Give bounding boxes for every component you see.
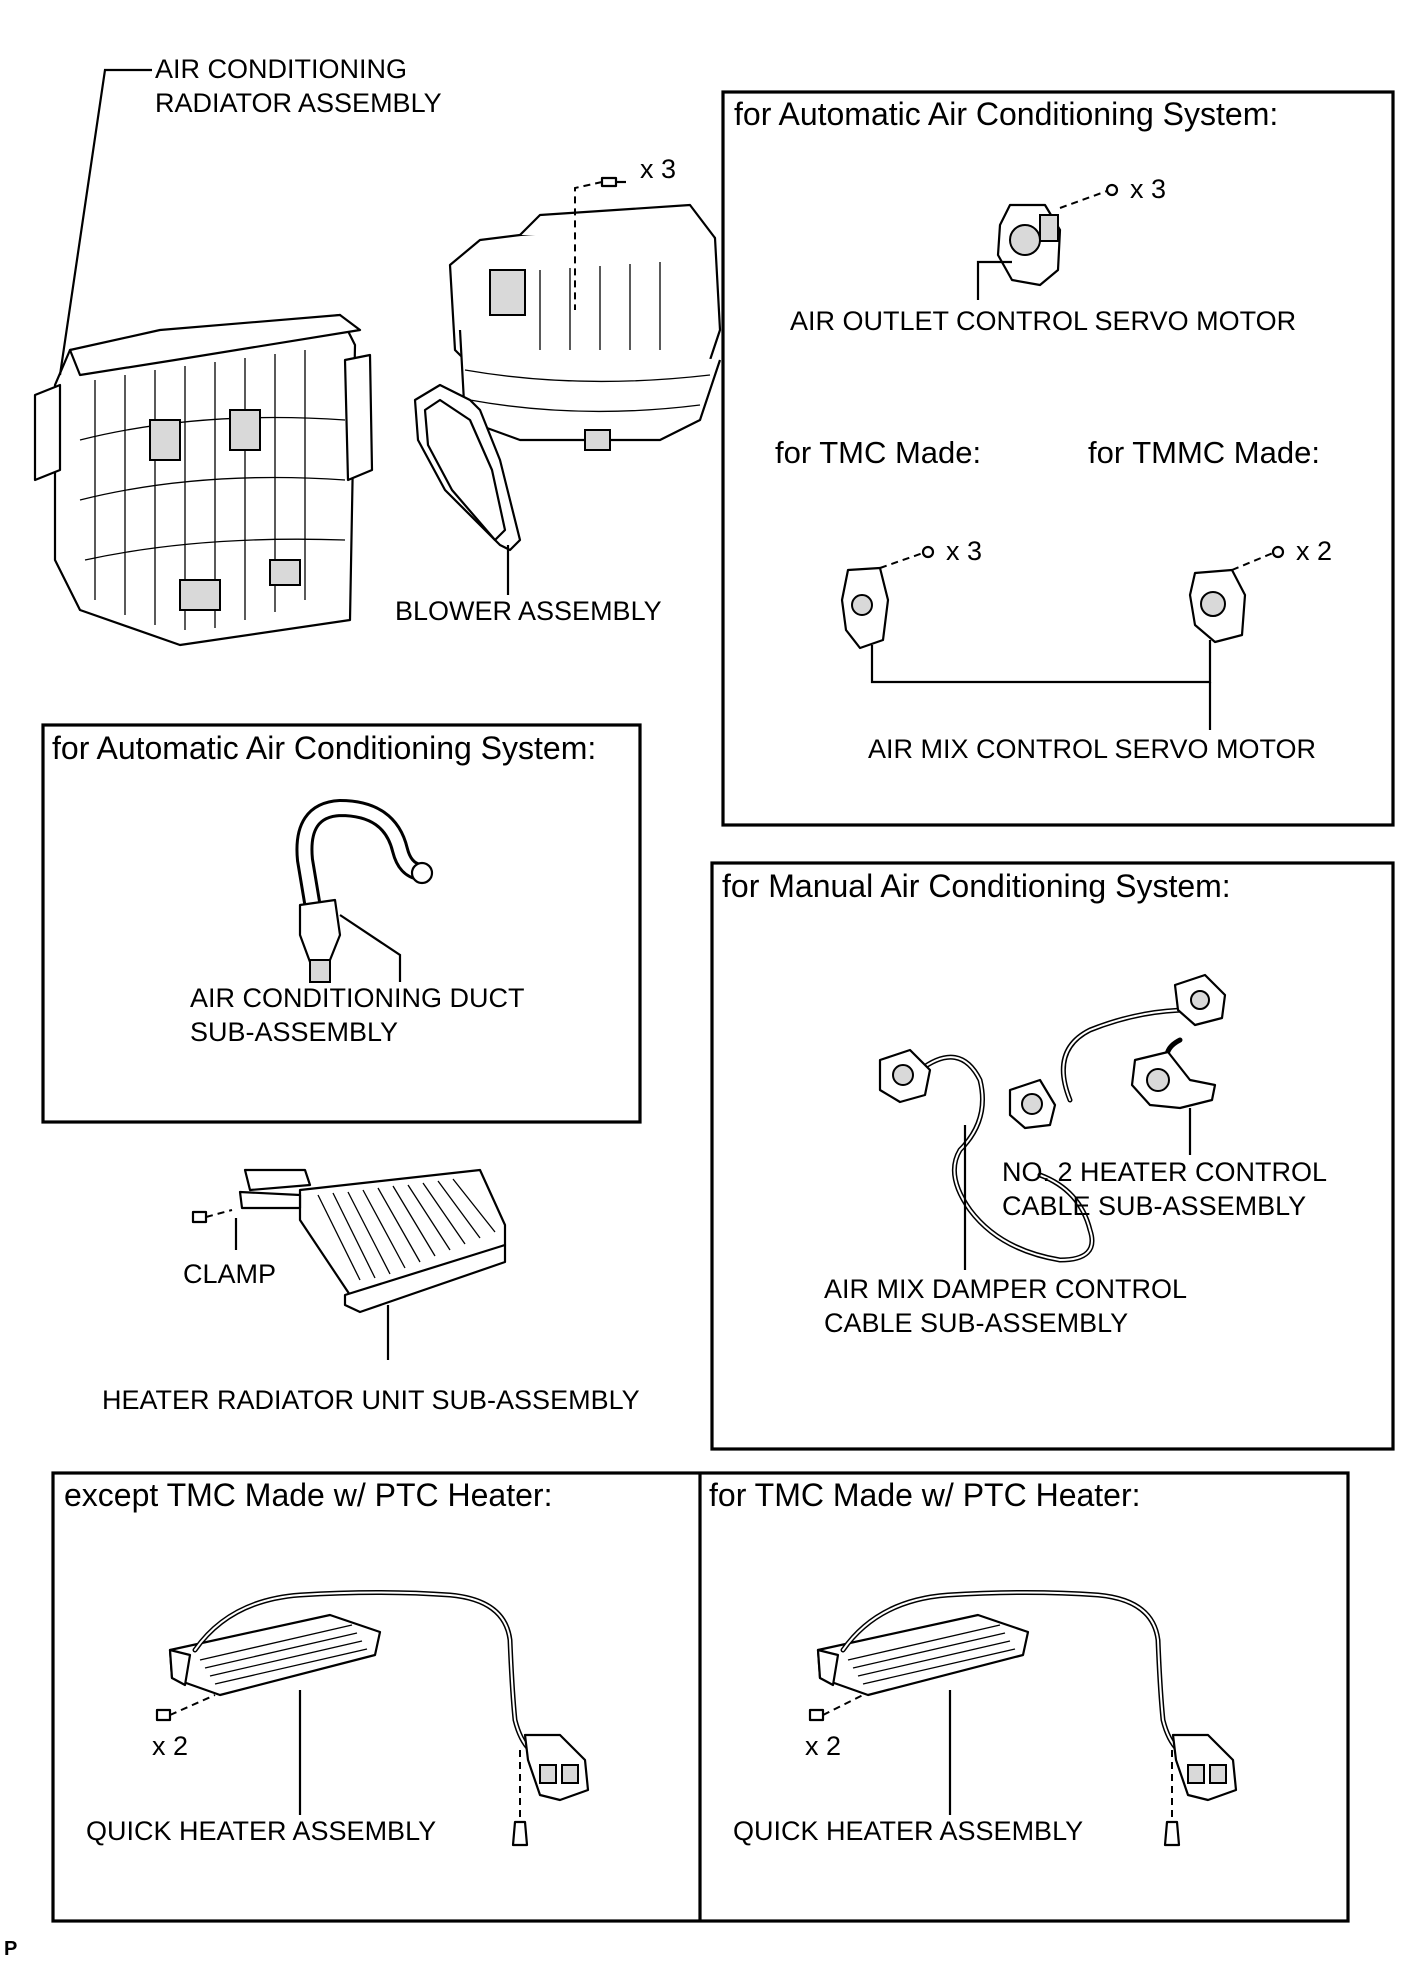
outlet-servo-qty: x 3 xyxy=(1130,174,1166,204)
manual-ac-box xyxy=(710,861,1395,1451)
screw-icon xyxy=(1105,183,1119,197)
airmix-servo-label: AIR MIX CONTROL SERVO MOTOR xyxy=(868,734,1316,764)
quick-heater-label-left: QUICK HEATER ASSEMBLY xyxy=(86,1816,436,1846)
tmc-qty: x 3 xyxy=(946,536,982,566)
radiator-case-icon xyxy=(33,313,374,647)
tmmc-made-label: for TMMC Made: xyxy=(1088,435,1320,470)
manual-box-title: for Manual Air Conditioning System: xyxy=(722,868,1231,904)
servo-motor-icon xyxy=(996,203,1062,287)
corner-mark: P xyxy=(4,1938,17,1960)
blower-icon xyxy=(413,203,722,552)
radiator-label-line2: RADIATOR ASSEMBLY xyxy=(155,88,442,118)
screw-icon xyxy=(600,176,626,188)
damper-cable-label-line2: CABLE SUB-ASSEMBLY xyxy=(824,1308,1128,1338)
damper-cable-label-line1: AIR MIX DAMPER CONTROL xyxy=(824,1274,1187,1304)
quick-heater-icon xyxy=(168,1590,590,1802)
auto-ac-duct-box xyxy=(41,723,642,1124)
auto-ac-box-title: for Automatic Air Conditioning System: xyxy=(734,96,1278,132)
outlet-servo-label: AIR OUTLET CONTROL SERVO MOTOR xyxy=(790,306,1296,336)
screw-icon xyxy=(1271,545,1285,559)
duct-icon xyxy=(295,798,434,983)
cable-icon xyxy=(878,973,1227,1263)
duct-label-line2: SUB-ASSEMBLY xyxy=(190,1017,398,1047)
qty-right: x 2 xyxy=(805,1731,841,1761)
no2-cable-label-line2: CABLE SUB-ASSEMBLY xyxy=(1002,1191,1306,1221)
duct-label-line1: AIR CONDITIONING DUCT xyxy=(190,983,525,1013)
auto-ac-servo-box xyxy=(721,90,1395,827)
quick-heater-icon xyxy=(816,1590,1238,1802)
screw-icon xyxy=(921,545,935,559)
screw-icon xyxy=(511,1820,529,1847)
blower-label: BLOWER ASSEMBLY xyxy=(395,596,662,626)
for-tmc-title: for TMC Made w/ PTC Heater: xyxy=(709,1477,1141,1513)
screw-icon xyxy=(808,1708,825,1722)
duct-box-title: for Automatic Air Conditioning System: xyxy=(52,730,596,766)
clamp-label: CLAMP xyxy=(183,1259,276,1289)
no2-cable-label-line1: NO. 2 HEATER CONTROL xyxy=(1002,1157,1327,1187)
servo-motor-icon xyxy=(1188,568,1247,644)
servo-motor-icon xyxy=(840,566,890,650)
screw-icon xyxy=(1163,1820,1181,1847)
tmmc-qty: x 2 xyxy=(1296,536,1332,566)
screw-icon xyxy=(191,1210,208,1224)
radiator-label-line1: AIR CONDITIONING xyxy=(155,54,407,84)
heater-core-icon xyxy=(238,1168,507,1314)
blower-qty: x 3 xyxy=(640,154,676,184)
quick-heater-label-right: QUICK HEATER ASSEMBLY xyxy=(733,1816,1083,1846)
except-tmc-title: except TMC Made w/ PTC Heater: xyxy=(64,1477,552,1513)
qty-left: x 2 xyxy=(152,1731,188,1761)
heater-radiator-label: HEATER RADIATOR UNIT SUB-ASSEMBLY xyxy=(102,1385,640,1415)
screw-icon xyxy=(155,1708,172,1722)
tmc-made-label: for TMC Made: xyxy=(775,435,981,470)
